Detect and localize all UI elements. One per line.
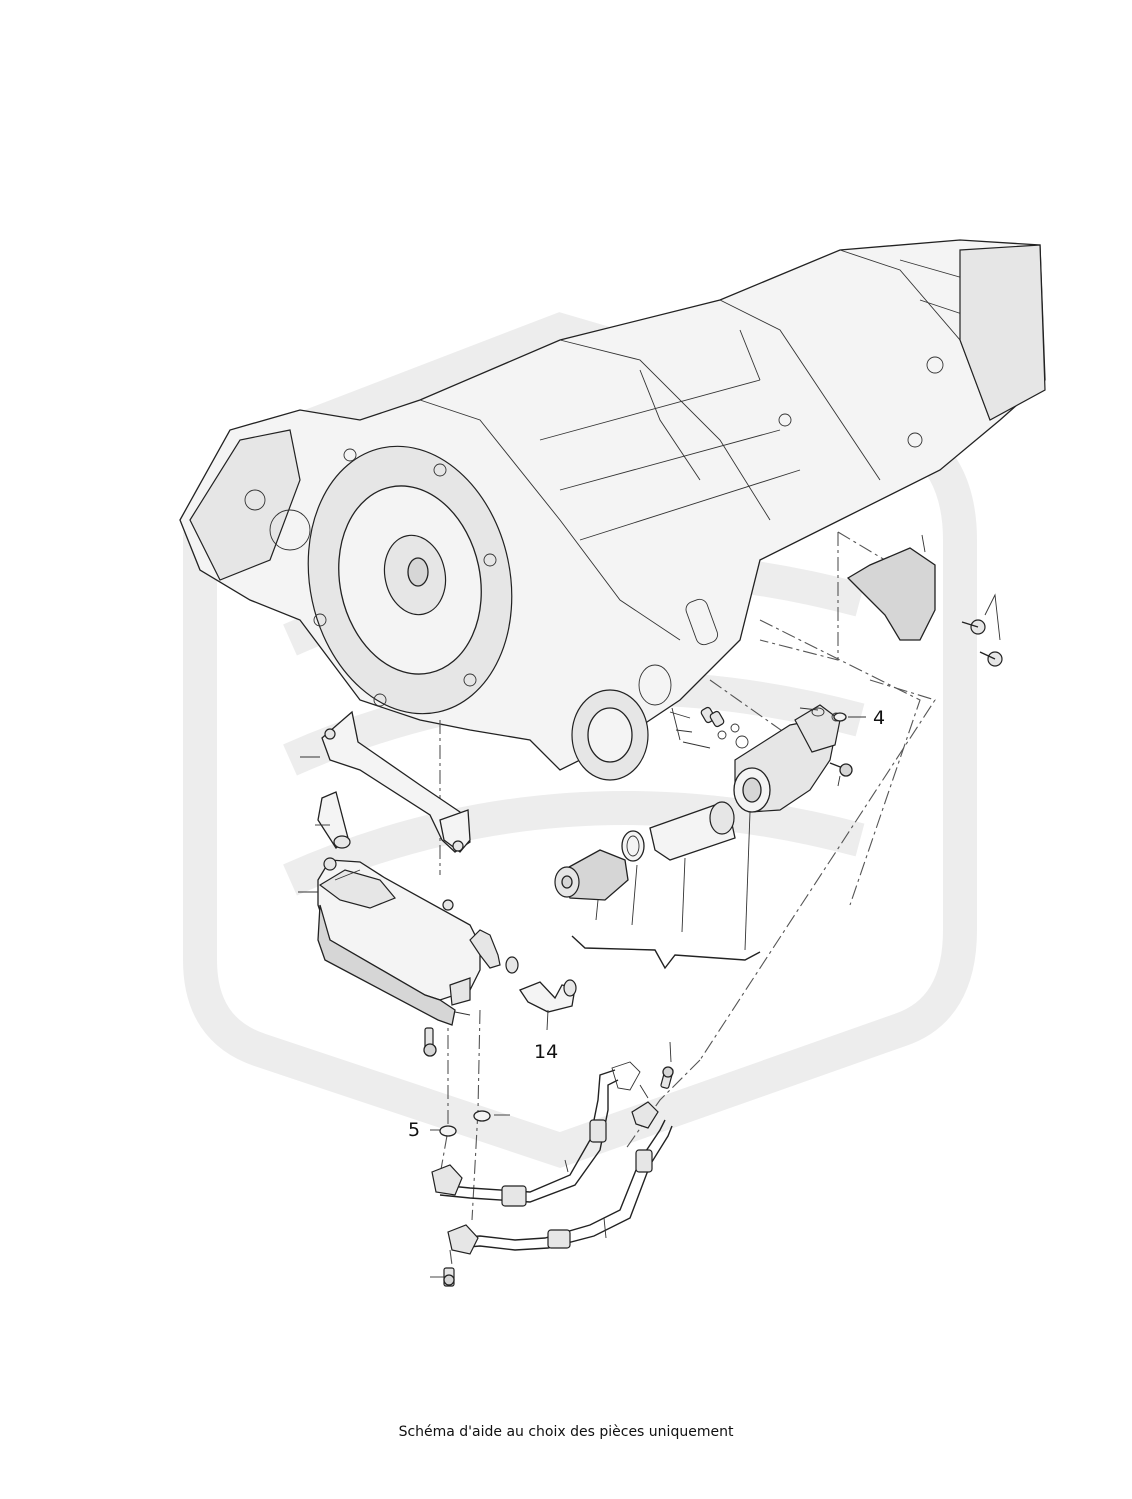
sealing-washers xyxy=(430,707,866,1137)
oil-cooler xyxy=(298,857,519,1057)
footer-caption: Schéma d'aide au choix des pièces unique… xyxy=(398,1424,734,1440)
callout-labels: 4 5 14 xyxy=(408,707,885,1141)
transmission-housing xyxy=(179,239,1046,781)
filter-housing-assembly xyxy=(554,704,853,970)
callout-5: 5 xyxy=(408,1119,420,1141)
oil-lines xyxy=(430,1041,674,1287)
elbow-hose-upper xyxy=(315,791,351,849)
callout-14: 14 xyxy=(534,1041,558,1063)
callout-4: 4 xyxy=(873,707,885,729)
bracket-cover xyxy=(846,534,1003,667)
mounting-bracket-arm xyxy=(300,710,471,853)
elbow-hose-lower xyxy=(519,979,577,1031)
